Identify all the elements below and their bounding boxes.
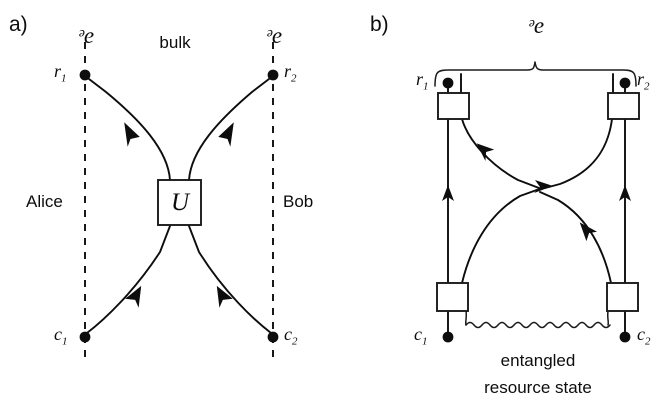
- node-label-r2-b: r2: [637, 70, 650, 93]
- wire-bottomright-to-center: [539, 191, 612, 284]
- arrowhead-bottomright-curve: [579, 222, 598, 242]
- node-label-r2: r2: [284, 62, 297, 85]
- arrowhead-u-to-r2: [218, 122, 234, 147]
- entangled-caption-line1: entangled: [500, 351, 576, 370]
- entanglement-right-connector: [606, 310, 610, 326]
- arrowhead-left-upward: [442, 185, 454, 201]
- node-label-c2-b-base: c: [637, 324, 645, 344]
- node-label-r1-base: r: [54, 61, 62, 81]
- unitary-gate-box: [157, 179, 202, 226]
- bottom-left-gate-box: [436, 282, 469, 312]
- node-label-c2: c2: [284, 325, 298, 348]
- worldline-c1-to-u: [86, 225, 171, 334]
- boundary-symbol-right: ᵊe: [265, 23, 283, 48]
- unitary-gate-label: U: [170, 189, 190, 216]
- node-label-c2-base: c: [284, 324, 292, 344]
- top-left-gate-box: [437, 92, 470, 120]
- node-label-c1: c1: [54, 325, 68, 348]
- node-label-r2-b-base: r: [637, 69, 645, 89]
- node-label-c1-b-base: c: [414, 324, 422, 344]
- node-dot-c1: [79, 331, 91, 343]
- wire-topright-box-to-center: [544, 118, 613, 189]
- node-label-r2-b-sub: 2: [644, 80, 650, 93]
- node-label-c2-sub: 2: [292, 335, 298, 348]
- node-dot-c2-b: [619, 331, 631, 343]
- node-label-c1-base: c: [54, 324, 62, 344]
- node-label-r1: r1: [54, 62, 67, 85]
- bob-label: Bob: [283, 192, 314, 211]
- entanglement-left-connector: [464, 310, 468, 326]
- alice-label: Alice: [26, 192, 63, 211]
- arrowhead-center-right: [534, 180, 553, 193]
- worldline-c2-to-u: [188, 225, 272, 334]
- arrowhead-c1-to-u: [125, 285, 142, 308]
- entangled-caption-line2: resource state: [484, 378, 592, 397]
- panel-b-graphics: [434, 61, 640, 343]
- node-label-c2-b-sub: 2: [645, 335, 651, 348]
- node-label-c1-b-sub: 1: [422, 335, 428, 348]
- top-right-gate-box: [607, 92, 640, 120]
- brace-bracket: [434, 61, 637, 87]
- arrowhead-c2-to-u: [216, 285, 233, 308]
- node-label-c2-b: c2: [637, 325, 651, 348]
- arrowhead-right-upward: [619, 185, 631, 201]
- panel-a-graphics: [79, 42, 279, 357]
- node-label-c1-sub: 1: [62, 335, 68, 348]
- wire-bottomleft-to-center: [461, 186, 546, 284]
- node-label-r2-sub: 2: [291, 72, 297, 85]
- node-dot-r1-b: [442, 77, 454, 89]
- node-label-r1-b-sub: 1: [423, 80, 429, 93]
- arrowhead-u-to-r1: [124, 122, 140, 147]
- node-dot-r2-b: [619, 77, 631, 89]
- node-dot-r2: [267, 69, 279, 81]
- worldline-u-to-r1: [88, 78, 171, 181]
- node-dot-c2: [267, 331, 279, 343]
- boundary-symbol-left: ᵊe: [77, 23, 95, 48]
- entanglement-wavy-line: [465, 321, 611, 329]
- wire-topleft-box-to-center: [461, 118, 540, 189]
- node-label-r1-b: r1: [416, 70, 429, 93]
- node-dot-c1-b: [442, 331, 454, 343]
- arrowhead-topleft-curve: [476, 143, 495, 161]
- bulk-label: bulk: [159, 33, 191, 52]
- node-label-r1-b-base: r: [416, 69, 424, 89]
- worldline-u-to-r2: [188, 78, 270, 181]
- node-dot-r1: [79, 69, 91, 81]
- node-label-r1-sub: 1: [61, 72, 67, 85]
- node-label-c1-b: c1: [414, 325, 428, 348]
- node-label-r2-base: r: [284, 61, 292, 81]
- panel-a-label: a): [9, 13, 28, 36]
- panel-b-label: b): [370, 13, 389, 36]
- bottom-right-gate-box: [606, 282, 639, 312]
- brace-symbol: ᵊe: [527, 13, 545, 38]
